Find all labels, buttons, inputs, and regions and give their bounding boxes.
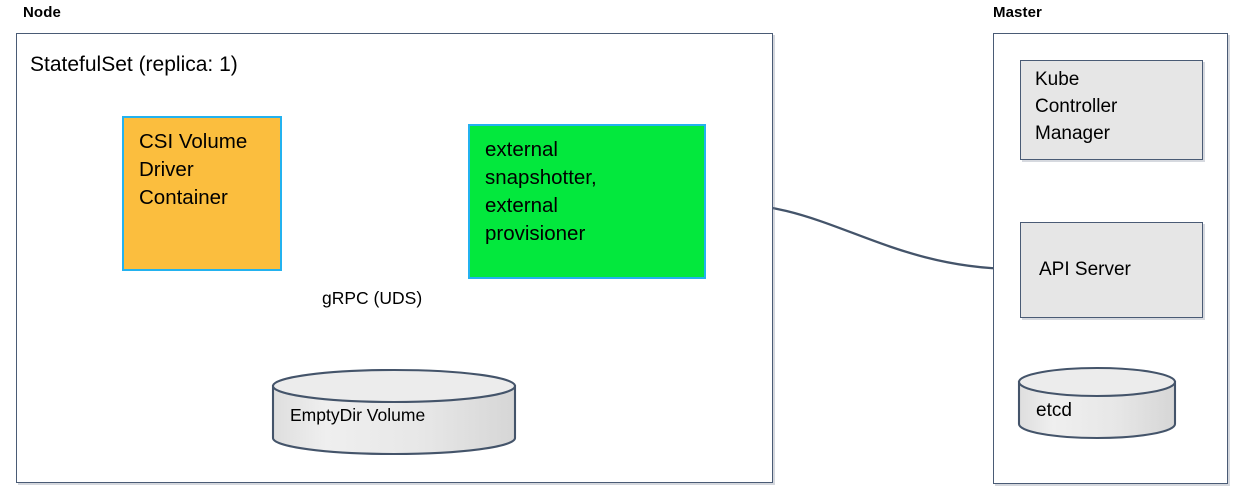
kube-controller-manager-label: Kube Controller Manager: [1035, 69, 1118, 144]
api-server-label: API Server: [1039, 258, 1131, 280]
emptydir-volume-label: EmptyDir Volume: [290, 405, 426, 425]
etcd-label: etcd: [1036, 400, 1072, 421]
kube-controller-manager-box[interactable]: Kube Controller Manager: [1020, 60, 1203, 160]
node-group-caption: Node: [23, 4, 61, 21]
grpc-uds-edge-label: gRPC (UDS): [322, 288, 423, 308]
external-sidecars-label: external snapshotter, external provision…: [485, 138, 597, 245]
emptydir-volume-cylinder: [271, 368, 517, 456]
csi-volume-driver-container-box[interactable]: CSI Volume Driver Container: [122, 116, 282, 271]
etcd-cylinder: [1017, 366, 1177, 440]
statefulset-label: StatefulSet (replica: 1): [30, 53, 238, 76]
api-server-box[interactable]: API Server: [1020, 222, 1203, 318]
csi-volume-driver-container-label: CSI Volume Driver Container: [139, 130, 248, 209]
master-group-caption: Master: [993, 4, 1042, 21]
external-sidecars-box[interactable]: external snapshotter, external provision…: [468, 124, 706, 279]
